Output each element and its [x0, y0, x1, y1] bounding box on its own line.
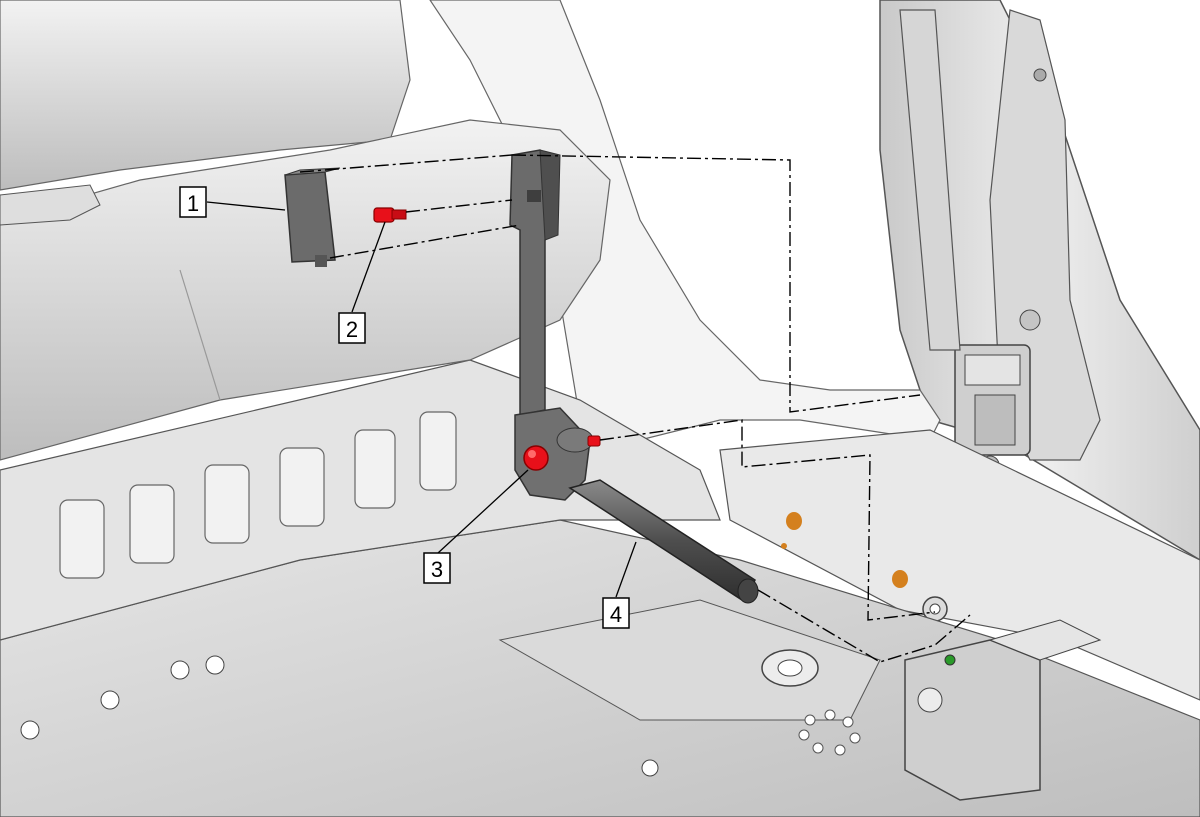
component-3-knob	[523, 435, 601, 471]
seatbelt-retractor	[954, 344, 1031, 475]
orange-plug-1	[786, 512, 802, 530]
assembly-lines	[299, 154, 971, 663]
callout-4-label: 4	[610, 602, 622, 627]
seat-backrest	[0, 0, 411, 191]
callout-1-label: 1	[187, 191, 199, 216]
green-indicator	[944, 654, 956, 666]
panel-ribs	[59, 411, 457, 579]
seatbelt-webbing	[899, 9, 961, 351]
orange-plug-2	[892, 570, 908, 588]
callout-2: 2	[338, 312, 366, 344]
callout-3-label: 3	[431, 557, 443, 582]
seatbelt-buckle	[0, 184, 101, 226]
floor-bracket	[904, 639, 1041, 801]
floor-holes	[798, 709, 861, 756]
component-4-rod	[568, 479, 759, 604]
callout-3: 3	[423, 552, 451, 584]
floor-ridge	[498, 599, 881, 721]
support-arm-assembly	[509, 149, 594, 501]
callout-2-label: 2	[346, 317, 358, 342]
component-2-fastener	[373, 207, 407, 223]
callout-1: 1	[179, 186, 207, 218]
callout-4: 4	[602, 597, 630, 629]
seat-cushion	[0, 119, 611, 461]
leader-lines	[206, 201, 637, 598]
